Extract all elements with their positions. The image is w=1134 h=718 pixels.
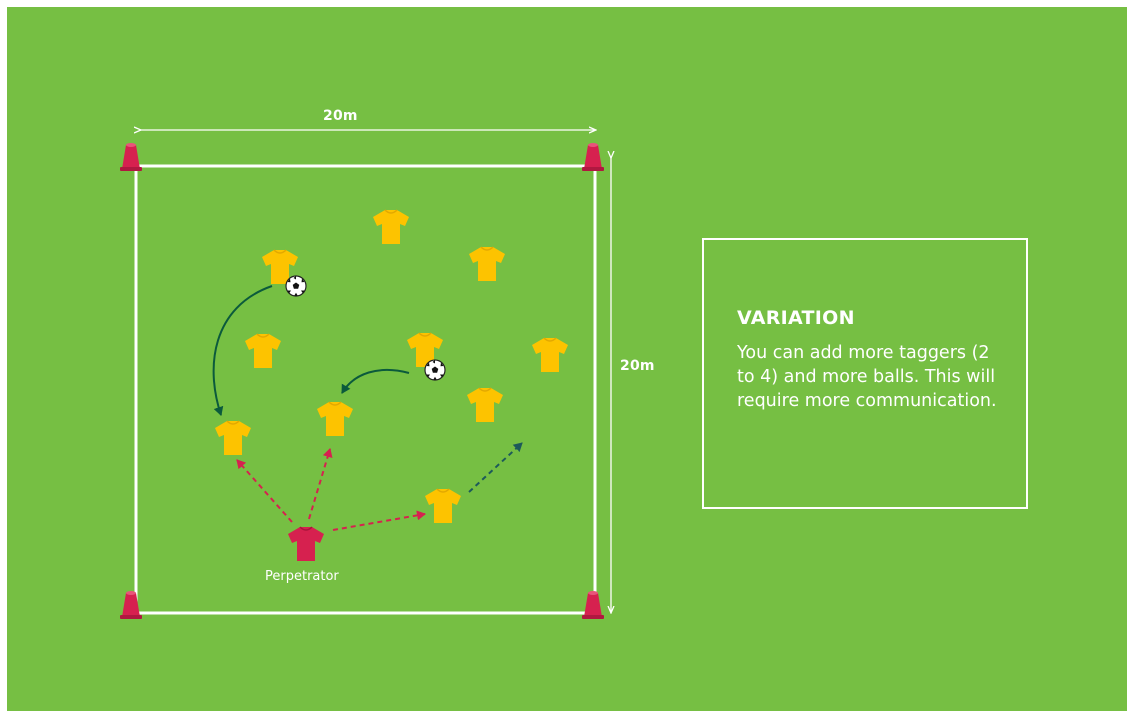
tag-arrow [236,459,293,523]
pass-arrow [212,285,273,416]
pass-arrow [341,368,410,394]
drill-diagram: 20m 20m Perpetrator VARIATION You can ad… [7,7,1127,711]
player-shirt-icon [372,209,410,245]
player-shirt-icon [424,488,462,524]
cone-icon [120,143,142,171]
cone-icon [120,591,142,619]
cone-icon [582,143,604,171]
player-shirt-icon [466,387,504,423]
player-shirt-icon [531,337,569,373]
variation-text: You can add more taggers (2 to 4) and mo… [737,343,997,411]
player-shirt-icon [316,401,354,437]
perpetrator-label: Perpetrator [265,569,339,584]
height-label: 20m [620,358,655,374]
field-boundary [134,164,597,615]
perpetrator-shirt-icon [287,526,325,562]
tag-arrow [308,448,333,520]
width-label: 20m [323,108,358,124]
player-shirt-icon [468,246,506,282]
variation-box: VARIATION You can add more taggers (2 to… [702,238,1028,509]
soccer-ball-icon [424,359,446,381]
pitch-drawing [120,7,1127,619]
player-shirt-icon [214,420,252,456]
soccer-ball-icon [285,275,307,297]
run-arrow [468,442,523,493]
variation-title: VARIATION [737,307,855,329]
cone-icon [582,591,604,619]
player-shirt-icon [244,333,282,369]
tag-arrow [332,510,426,531]
